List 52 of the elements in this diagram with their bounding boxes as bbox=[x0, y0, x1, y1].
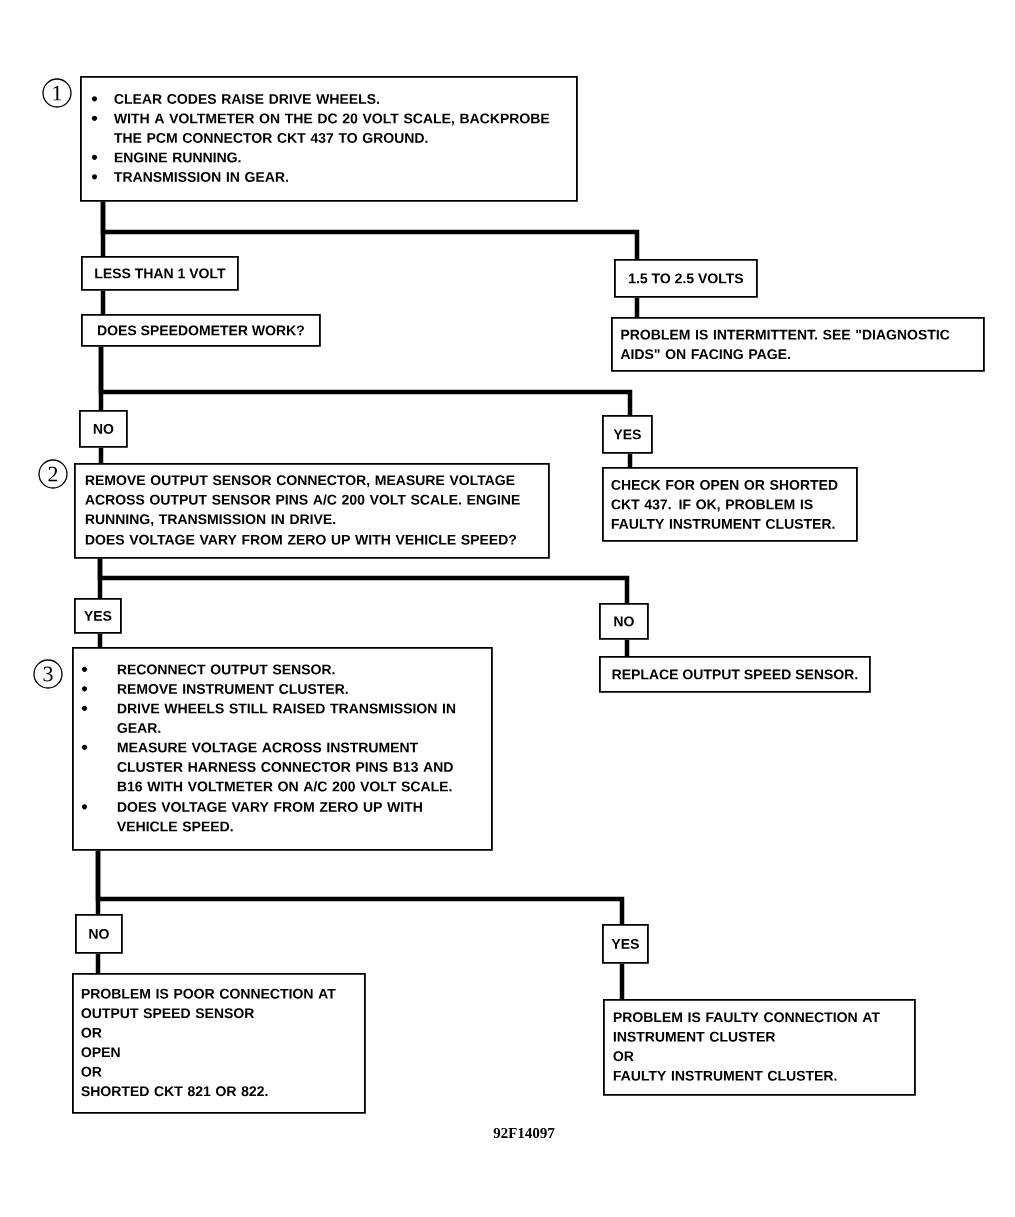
step-text: TRANSMISSION IN GEAR. bbox=[114, 172, 288, 182]
question-text: DOES VOLTAGE VARY FROM ZERO UP WITH VEHICLE SPEED? bbox=[85, 534, 517, 545]
answer-box: NO bbox=[599, 603, 649, 640]
connector-line bbox=[95, 850, 625, 924]
figure-number: 92F14097 bbox=[493, 1127, 555, 1139]
question-box: DOES SPEEDOMETER WORK? bbox=[81, 314, 321, 347]
callout-number: 3 bbox=[33, 659, 63, 689]
connector-line bbox=[98, 346, 633, 415]
connector-line bbox=[98, 447, 104, 463]
answer-box: YES bbox=[602, 924, 649, 964]
result-text: OR bbox=[613, 1051, 634, 1062]
step-text: ENGINE RUNNING. bbox=[114, 152, 241, 163]
result-text: OPEN bbox=[81, 1047, 120, 1058]
answer-box: NO bbox=[75, 914, 123, 954]
result-text: PROBLEM IS FAULTY CONNECTION AT INSTRUMENT CLUSTER bbox=[613, 1012, 880, 1042]
connector-line bbox=[100, 201, 640, 259]
condition-box: 1.5 TO 2.5 VOLTS bbox=[614, 259, 758, 298]
step-text: REMOVE INSTRUMENT CLUSTER. bbox=[117, 684, 348, 694]
answer-box: YES bbox=[602, 415, 653, 454]
result-box: PROBLEM IS INTERMITTENT. SEE "DIAGNOSTIC AIDS" ON FACING PAGE. bbox=[611, 317, 985, 372]
result-text: FAULTY INSTRUMENT CLUSTER. bbox=[613, 1070, 837, 1081]
step-box bbox=[74, 463, 550, 559]
connector-line bbox=[619, 963, 625, 999]
step-text: DRIVE WHEELS STILL RAISED TRANSMISSION IN GEAR. bbox=[117, 703, 456, 733]
step-text: REMOVE OUTPUT SENSOR CONNECTOR, MEASURE VOLTAGE ACROSS OUTPUT SENSOR PINS A/C 200 VOLT SCALE. ENGINE RUNNING, TRANSMISSION IN DRIVE. bbox=[85, 475, 520, 527]
connector-line bbox=[97, 633, 103, 647]
condition-box: LESS THAN 1 VOLT bbox=[81, 256, 239, 291]
connector-line bbox=[624, 639, 630, 656]
connector-line bbox=[95, 953, 101, 973]
step-text: WITH A VOLTMETER ON THE DC 20 VOLT SCALE, BACKPROBE THE PCM CONNECTOR CKT 437 TO GROUND. bbox=[113, 113, 550, 143]
step-text: DOES VOLTAGE VARY FROM ZERO UP WITH VEHICLE SPEED. bbox=[117, 802, 422, 832]
connector-line bbox=[100, 290, 106, 314]
answer-box: YES bbox=[74, 598, 122, 634]
result-box: CHECK FOR OPEN OR SHORTED CKT 437. IF OK, PROBLEM IS FAULTY INSTRUMENT CLUSTER. bbox=[602, 467, 858, 542]
result-text: OR bbox=[81, 1066, 102, 1077]
callout-number: 1 bbox=[42, 78, 72, 108]
step-box bbox=[80, 76, 578, 202]
step-text: RECONNECT OUTPUT SENSOR. bbox=[117, 664, 335, 675]
result-box: REPLACE OUTPUT SPEED SENSOR. bbox=[599, 656, 871, 693]
result-box bbox=[603, 999, 916, 1096]
result-text: PROBLEM IS POOR CONNECTION AT OUTPUT SPEED SENSOR bbox=[81, 988, 336, 1019]
result-text: SHORTED CKT 821 OR 822. bbox=[81, 1086, 268, 1097]
connector-line bbox=[634, 297, 640, 317]
result-text: OR bbox=[81, 1027, 102, 1038]
callout-number: 2 bbox=[38, 459, 68, 489]
connector-line bbox=[627, 453, 633, 467]
result-box bbox=[72, 973, 366, 1114]
answer-box: NO bbox=[79, 410, 128, 448]
step-text: CLEAR CODES RAISE DRIVE WHEELS. bbox=[114, 94, 379, 104]
step-text: MEASURE VOLTAGE ACROSS INSTRUMENT CLUSTER HARNESS CONNECTOR PINS B13 AND B16 WITH VOLTMETER ON A/C 200 VOLT SCALE. bbox=[117, 742, 453, 792]
connector-line bbox=[97, 558, 630, 603]
step-box bbox=[72, 647, 493, 851]
